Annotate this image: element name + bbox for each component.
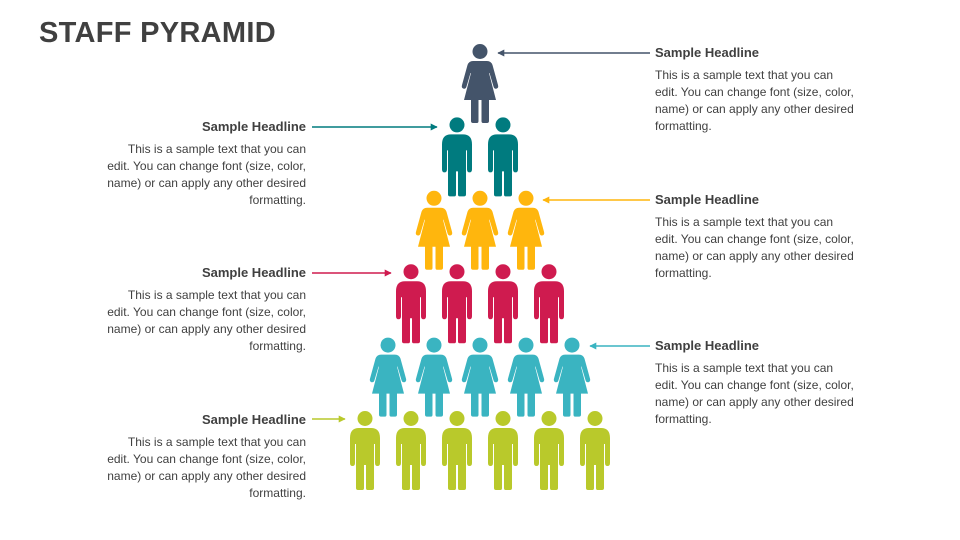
pyramid-row-2	[442, 117, 518, 197]
male-person-icon	[350, 411, 380, 490]
page-title: STAFF PYRAMID	[39, 17, 276, 49]
male-person-icon	[396, 411, 426, 490]
female-person-icon	[507, 337, 545, 417]
callout-headline: Sample Headline	[201, 265, 306, 280]
callout-text: This is a sample text that you can edit.…	[655, 361, 854, 426]
callout-1: Sample Headline This is a sample text th…	[655, 45, 855, 135]
female-person-icon	[415, 190, 453, 270]
female-person-icon	[507, 190, 545, 270]
male-person-icon	[396, 264, 426, 344]
pyramid-row-1	[461, 44, 499, 123]
female-person-icon	[415, 337, 453, 417]
male-person-icon	[580, 411, 610, 490]
female-person-icon	[461, 190, 499, 270]
male-person-icon	[488, 117, 518, 197]
callout-headline: Sample Headline	[201, 412, 306, 427]
male-person-icon	[442, 411, 472, 490]
callout-4: Sample Headline This is a sample text th…	[106, 265, 306, 355]
callout-text: This is a sample text that you can edit.…	[655, 68, 854, 133]
male-person-icon	[534, 411, 564, 490]
callout-5: Sample Headline This is a sample text th…	[655, 338, 855, 428]
callout-6: Sample Headline This is a sample text th…	[106, 412, 306, 502]
male-person-icon	[442, 264, 472, 344]
pyramid-row-5	[369, 337, 591, 417]
callout-headline: Sample Headline	[201, 119, 306, 134]
male-person-icon	[442, 117, 472, 197]
pyramid-row-6	[350, 411, 610, 490]
pyramid-row-3	[415, 190, 545, 270]
callout-headline: Sample Headline	[655, 192, 760, 207]
callout-text: This is a sample text that you can edit.…	[107, 435, 306, 500]
callout-2: Sample Headline This is a sample text th…	[106, 119, 306, 209]
callout-text: This is a sample text that you can edit.…	[107, 288, 306, 353]
callout-headline: Sample Headline	[655, 45, 760, 60]
female-person-icon	[461, 337, 499, 417]
pyramid-row-4	[396, 264, 564, 344]
callout-3: Sample Headline This is a sample text th…	[655, 192, 855, 282]
callout-headline: Sample Headline	[655, 338, 760, 353]
female-person-icon	[369, 337, 407, 417]
male-person-icon	[488, 264, 518, 344]
male-person-icon	[488, 411, 518, 490]
callout-text: This is a sample text that you can edit.…	[107, 142, 306, 207]
female-person-icon	[461, 44, 499, 123]
male-person-icon	[534, 264, 564, 344]
callout-text: This is a sample text that you can edit.…	[655, 215, 854, 280]
female-person-icon	[553, 337, 591, 417]
